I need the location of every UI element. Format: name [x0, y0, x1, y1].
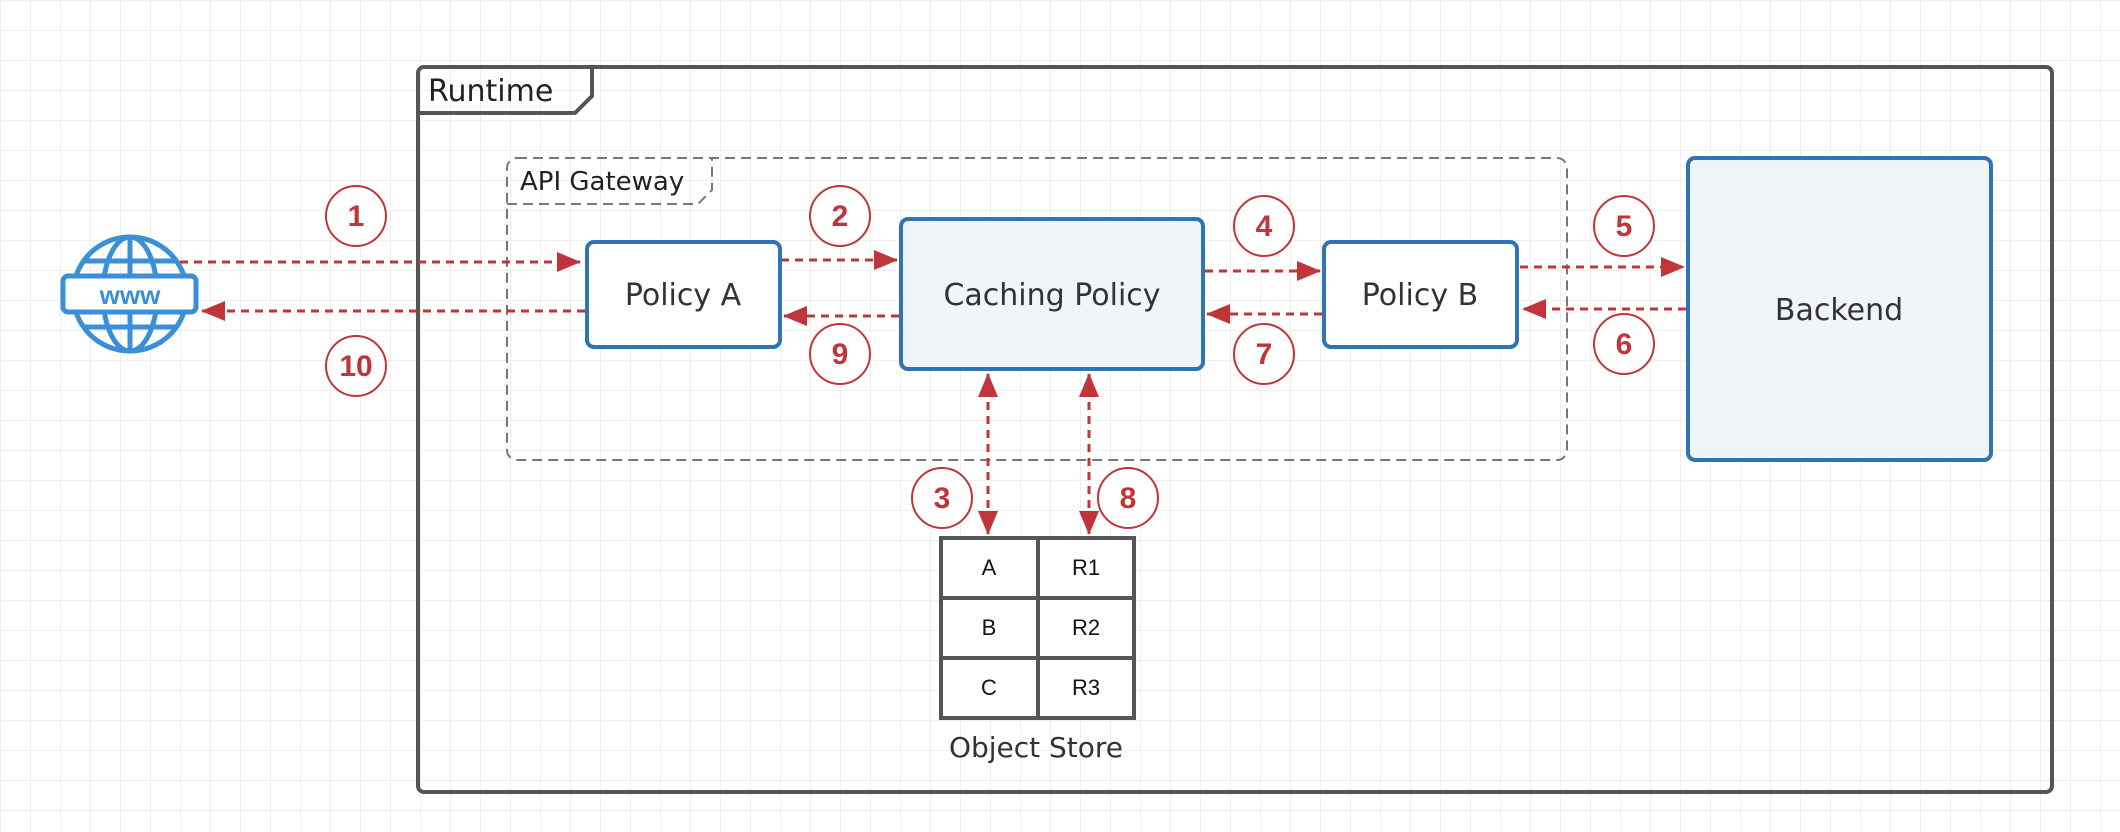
store-value-r1: R1	[1072, 555, 1100, 580]
step-badges: 1 2 3 4 5 6 7 8	[325, 185, 1655, 529]
svg-text:3: 3	[934, 482, 951, 515]
object-store-table: A R1 B R2 C R3	[939, 536, 1136, 720]
step-badge-8: 8	[1097, 467, 1159, 529]
policy-b-label: Policy B	[1362, 278, 1478, 313]
policy-a-label: Policy A	[625, 278, 742, 313]
policy-a-node: Policy A	[585, 240, 782, 349]
svg-text:6: 6	[1616, 328, 1633, 361]
runtime-frame-label: Runtime	[428, 74, 553, 109]
svg-text:7: 7	[1256, 338, 1273, 371]
store-key-c: C	[981, 675, 997, 700]
caching-policy-label: Caching Policy	[943, 278, 1160, 313]
store-key-a: A	[982, 555, 997, 580]
api-gateway-frame: API Gateway	[506, 157, 1568, 461]
svg-text:5: 5	[1616, 210, 1633, 243]
object-store-label: Object Store	[949, 731, 1123, 764]
globe-www-icon: www	[60, 234, 199, 354]
connectors	[180, 250, 1686, 535]
svg-text:2: 2	[832, 200, 849, 233]
svg-text:10: 10	[339, 350, 372, 383]
store-value-r3: R3	[1072, 675, 1100, 700]
step-badge-4: 4	[1233, 195, 1295, 257]
step-badge-10: 10	[325, 335, 387, 397]
api-gateway-label: API Gateway	[520, 167, 684, 197]
store-value-r2: R2	[1072, 615, 1100, 640]
step-badge-2: 2	[809, 185, 871, 247]
svg-text:1: 1	[348, 200, 365, 233]
store-key-b: B	[982, 615, 997, 640]
www-label: www	[99, 280, 161, 310]
backend-label: Backend	[1775, 293, 1903, 328]
step-badge-9: 9	[809, 323, 871, 385]
svg-text:4: 4	[1256, 210, 1273, 243]
runtime-frame: Runtime	[416, 65, 2054, 794]
svg-text:8: 8	[1120, 482, 1137, 515]
backend-node: Backend	[1686, 156, 1993, 462]
policy-b-node: Policy B	[1322, 240, 1519, 349]
step-badge-5: 5	[1593, 195, 1655, 257]
svg-text:9: 9	[832, 338, 849, 371]
caching-policy-node: Caching Policy	[899, 217, 1205, 371]
step-badge-1: 1	[325, 185, 387, 247]
step-badge-3: 3	[911, 467, 973, 529]
step-badge-6: 6	[1593, 313, 1655, 375]
step-badge-7: 7	[1233, 323, 1295, 385]
